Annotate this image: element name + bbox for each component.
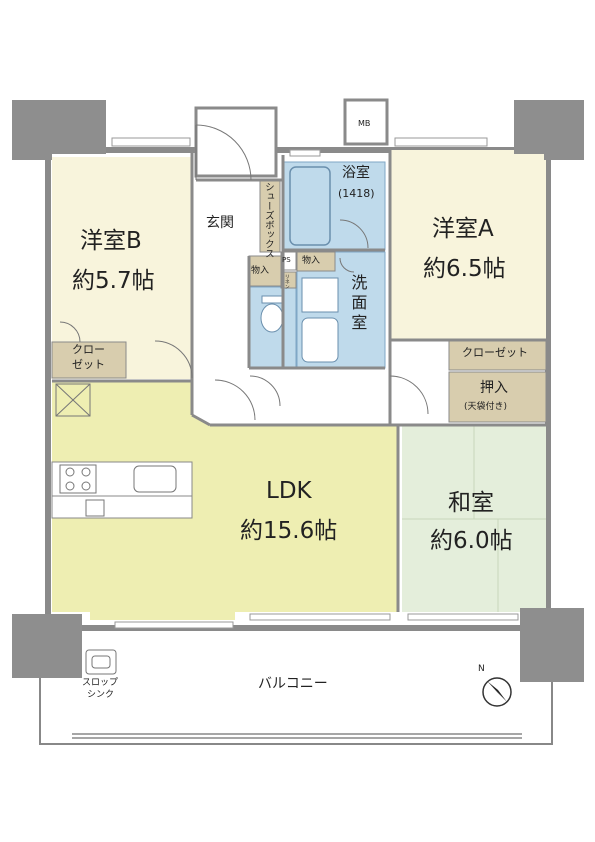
- oshiire-sub-label: (天袋付き): [464, 402, 508, 412]
- japanese-room-name: 和室: [448, 490, 494, 516]
- monoire-1-label: 物入: [251, 266, 270, 276]
- washroom-label: 洗面室: [348, 274, 368, 334]
- western-room-b-size: 約5.7帖: [72, 268, 155, 294]
- ldk-floor: [52, 381, 398, 620]
- slop-sink-label-1: スロップ: [82, 678, 119, 688]
- slop-sink-label-2: シンク: [87, 690, 115, 700]
- pillars: [12, 100, 584, 682]
- wash-basin: [301, 317, 339, 363]
- oshiire-label: 押入: [480, 380, 508, 396]
- ps-label: PS: [282, 256, 291, 264]
- balcony-label: バルコニー: [258, 676, 328, 692]
- compass-north-label: N: [478, 664, 485, 674]
- oshiire-box: [448, 371, 547, 423]
- ldk-size: 約15.6帖: [240, 518, 338, 544]
- slop-sink: [85, 649, 117, 675]
- linen-label: リネン: [283, 274, 290, 289]
- sink: [133, 465, 177, 493]
- monoire-1-box: [248, 255, 282, 287]
- closet-b-box: [51, 341, 127, 379]
- monoire-2-box: [296, 251, 336, 272]
- fridge-space: [85, 499, 105, 517]
- mb-box: [343, 98, 389, 146]
- door-swings: [59, 124, 429, 421]
- western-room-a-name: 洋室A: [432, 216, 494, 242]
- kitchen-counter-lower: [51, 495, 193, 519]
- western-room-a-floor: [390, 150, 546, 340]
- closet-a-label: クローゼット: [462, 346, 528, 359]
- floor-hatch: [55, 383, 91, 417]
- compass-icon: [482, 677, 512, 707]
- japanese-room-size: 約6.0帖: [430, 528, 513, 554]
- closet-a-box: [448, 339, 547, 371]
- stove: [59, 464, 97, 494]
- bath-label: 浴室: [342, 165, 370, 181]
- western-room-b-name: 洋室B: [80, 228, 142, 254]
- bathtub: [289, 166, 331, 246]
- toilet-bowl: [260, 303, 284, 333]
- toilet-tank: [261, 295, 283, 304]
- washing-machine-pan: [301, 277, 339, 313]
- ldk-name: LDK: [266, 478, 312, 504]
- windows: [111, 137, 519, 629]
- mb-label: MB: [358, 119, 371, 128]
- monoire-2-label: 物入: [302, 256, 321, 266]
- bath-spec: (1418): [338, 187, 375, 200]
- closet-b-label-2: ゼット: [72, 358, 105, 371]
- balcony: [39, 625, 553, 745]
- closet-b-label-1: クロー: [72, 343, 105, 356]
- western-room-a-size: 約6.5帖: [423, 256, 506, 282]
- entrance-label: 玄関: [206, 215, 234, 231]
- linen-box: [280, 271, 297, 289]
- interior-walls: [52, 150, 546, 612]
- shoe-box-label: シューズボックス: [262, 182, 274, 258]
- ps-box: [280, 251, 297, 271]
- tatami-lines: [402, 426, 546, 612]
